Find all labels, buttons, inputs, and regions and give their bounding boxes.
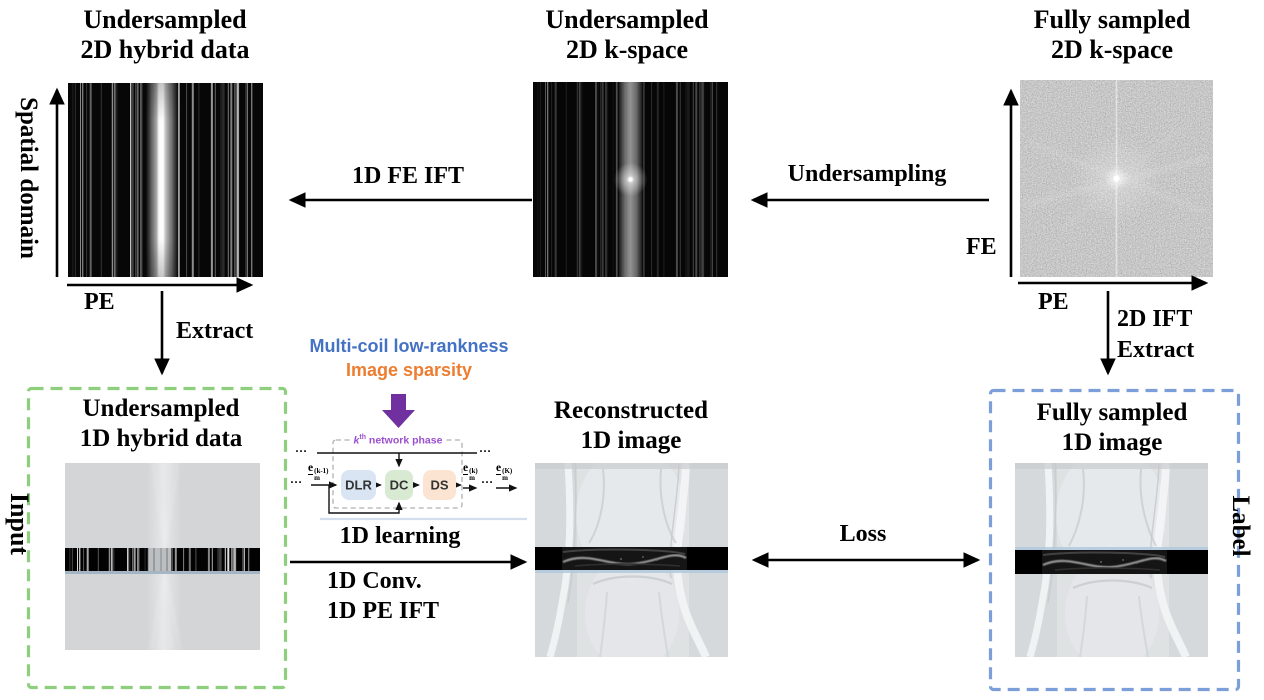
e-final-sub: m xyxy=(502,473,508,482)
e-final-base: e xyxy=(496,462,502,475)
bottom-left-title: Undersampled 1D hybrid data xyxy=(80,394,243,454)
e-prev-base: e xyxy=(308,462,314,475)
bottom-middle-title-line2: 1D image xyxy=(580,427,682,454)
e-cur-label: e(k)m xyxy=(463,462,478,482)
fe-axis-label: FE xyxy=(966,234,997,260)
prior-down-arrow xyxy=(382,394,415,428)
top-right-title: Fully sampled 2D k-space xyxy=(1034,5,1191,65)
dots-main-left: … xyxy=(290,472,303,486)
top-middle-title-line1: Undersampled xyxy=(545,5,709,34)
dots-main-right: … xyxy=(481,472,494,486)
top-right-title-line2: 2D k-space xyxy=(1050,35,1174,64)
extract-left-label: Extract xyxy=(176,318,254,344)
network-phase-diagram: DLR DC DS xyxy=(311,439,527,521)
phase-rest: network phase xyxy=(366,434,443,447)
undersampled-2d-kspace-image xyxy=(533,82,728,277)
e-final-label: e(K)m xyxy=(496,462,513,482)
feedback-connection-arrow xyxy=(328,485,403,514)
label-dashed-box xyxy=(988,388,1241,692)
undersampled-1d-hybrid-image xyxy=(65,463,260,650)
top-right-title-line1: Fully sampled xyxy=(1033,5,1191,34)
conv-label: 1D Conv. xyxy=(327,568,422,594)
dots-top-right: … xyxy=(479,441,492,455)
top-left-title: Undersampled 2D hybrid data xyxy=(80,5,249,65)
ds-block xyxy=(423,470,456,500)
pe-axis-label-right: PE xyxy=(1038,289,1069,315)
undersampling-arrow-label: Undersampling xyxy=(787,161,947,187)
pe-ift-label: 1D PE IFT xyxy=(327,598,440,624)
dots-top-left: … xyxy=(295,441,308,455)
top-middle-title-line2: 2D k-space xyxy=(565,35,689,64)
bottom-left-title-line2: 1D hybrid data xyxy=(79,425,243,452)
phase-sup: th xyxy=(359,434,366,441)
input-side-label: Input xyxy=(5,492,34,556)
top-left-title-line1: Undersampled xyxy=(83,5,247,34)
top-middle-title: Undersampled 2D k-space xyxy=(545,5,708,65)
top-left-title-line2: 2D hybrid data xyxy=(80,35,250,64)
bottom-right-title-line2: 1D image xyxy=(1061,429,1163,456)
fully-sampled-1d-image xyxy=(1015,463,1208,657)
e-cur-sup: (k) xyxy=(469,467,478,475)
network-phase-label: kth network phase xyxy=(349,432,447,447)
learning-arrow-label: 1D learning xyxy=(339,523,461,549)
ds-block-label: DS xyxy=(430,478,448,493)
pe-axis-label-left: PE xyxy=(84,289,115,315)
dc-block-label: DC xyxy=(390,478,409,493)
fully-sampled-2d-kspace-image xyxy=(1020,80,1213,277)
extract-right-label: Extract xyxy=(1117,337,1195,363)
input-dashed-box xyxy=(26,386,288,690)
bottom-middle-title: Reconstructed 1D image xyxy=(554,396,708,456)
bottom-left-title-line1: Undersampled xyxy=(82,395,240,422)
multicoil-lowrank-label: Multi-coil low-rankness xyxy=(309,336,509,356)
undersampled-2d-hybrid-image xyxy=(68,83,263,277)
e-final-sup: (K) xyxy=(502,467,513,475)
phase-k: k xyxy=(353,434,360,447)
e-prev-sub: m xyxy=(314,473,320,482)
e-prev-label: e(k-1)m xyxy=(308,462,329,482)
e-cur-base: e xyxy=(463,462,469,475)
label-side-label: Label xyxy=(1227,495,1254,557)
e-prev-sup: (k-1) xyxy=(314,467,329,475)
dc-block xyxy=(385,470,413,500)
dlr-block xyxy=(341,470,376,500)
dlr-block-label: DLR xyxy=(345,478,372,493)
loss-arrow-label: Loss xyxy=(839,521,887,547)
spatial-domain-axis-label: Spatial domain xyxy=(15,97,42,259)
image-sparsity-label: Image sparsity xyxy=(345,360,473,380)
ift-2d-label: 2D IFT xyxy=(1117,306,1193,332)
bottom-right-title: Fully sampled 1D image xyxy=(1037,398,1188,458)
fe-ift-arrow-label: 1D FE IFT xyxy=(351,163,465,189)
bottom-middle-title-line1: Reconstructed xyxy=(553,397,709,424)
e-cur-sub: m xyxy=(469,473,475,482)
reconstructed-1d-image xyxy=(535,463,728,657)
bottom-right-title-line1: Fully sampled xyxy=(1036,399,1188,426)
